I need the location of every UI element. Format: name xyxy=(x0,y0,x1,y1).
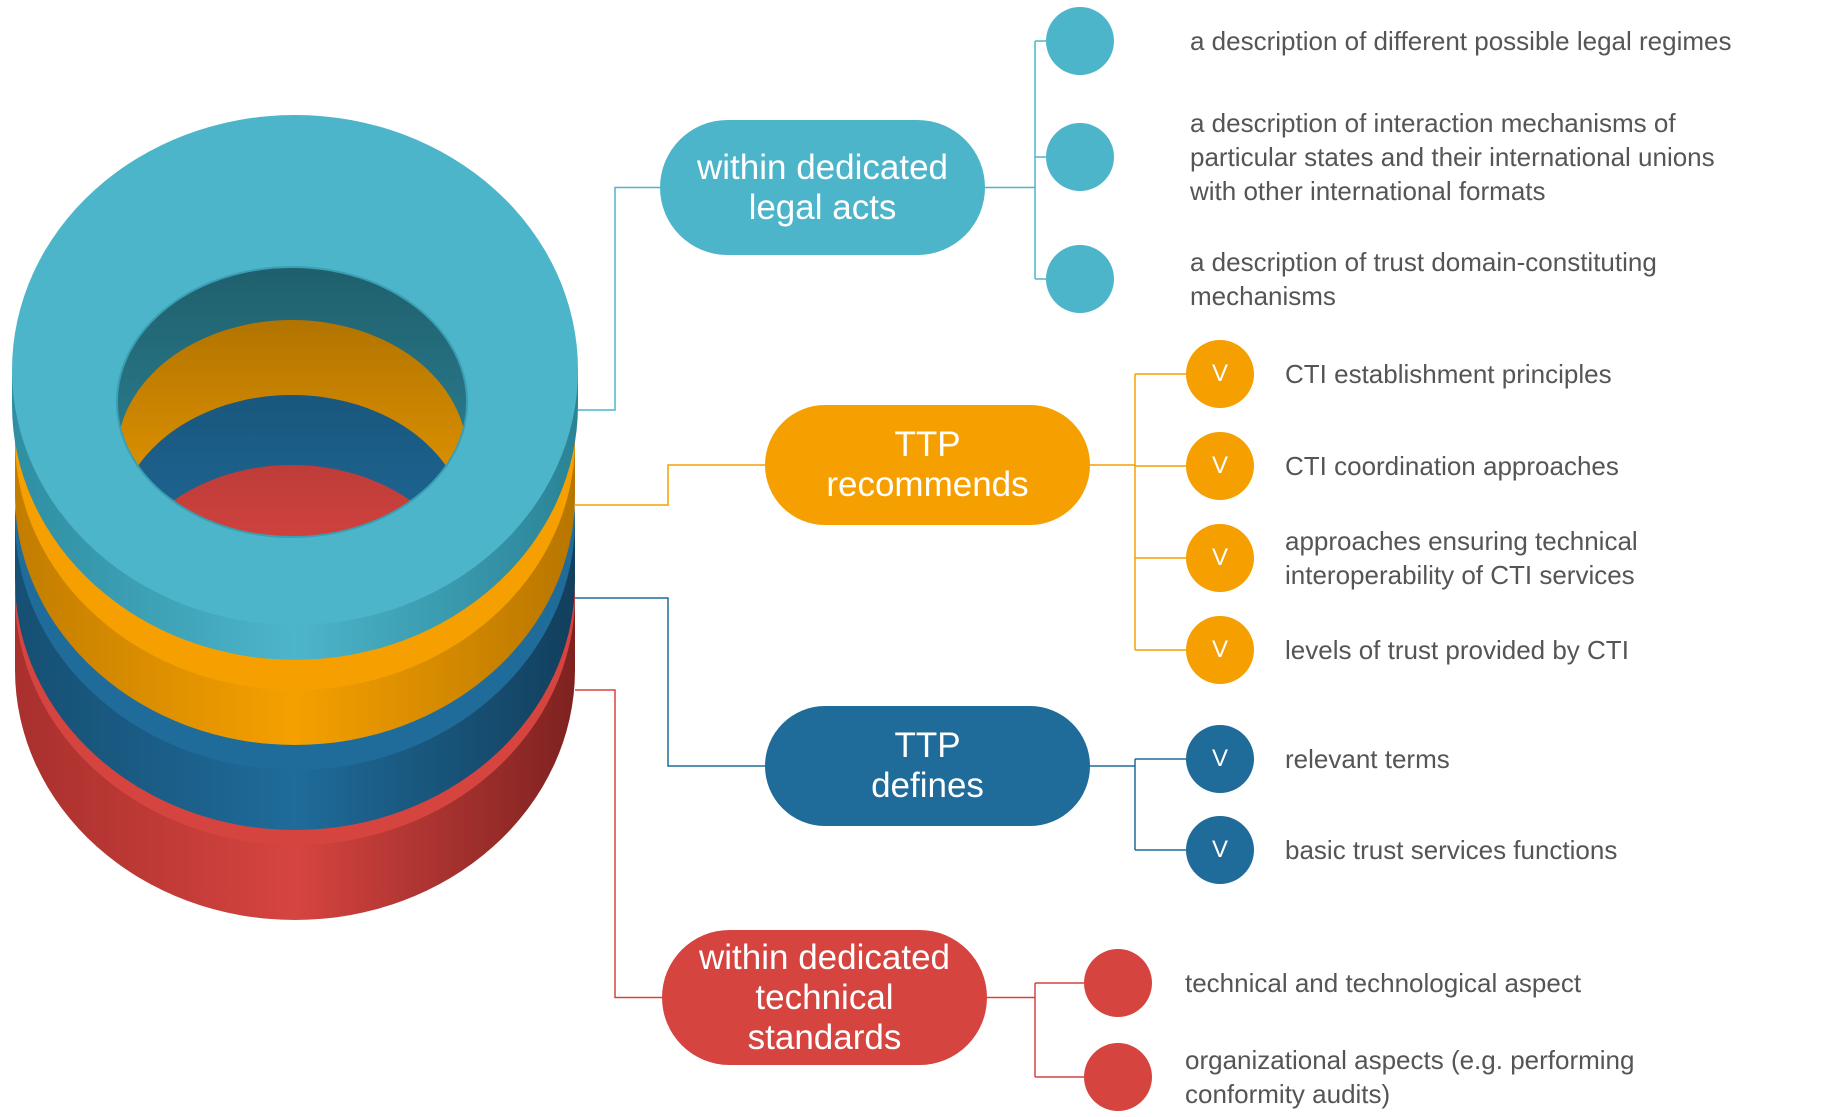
check-marker-icon: V xyxy=(1186,432,1254,500)
branch-legal-item-text: a description of interaction mechanisms … xyxy=(1190,108,1715,206)
branch-recommends-item-text: CTI establishment principles xyxy=(1285,359,1612,389)
bullet-dot-icon xyxy=(1084,1043,1152,1111)
bullet-dot-icon xyxy=(1046,7,1114,75)
branch-defines-pill: TTP defines xyxy=(765,706,1090,826)
check-marker-icon: V xyxy=(1186,725,1254,793)
branch-legal-item-text: a description of different possible lega… xyxy=(1190,26,1732,56)
connector-ring-to-recommends xyxy=(575,464,765,506)
check-marker-icon: V xyxy=(1186,816,1254,884)
ring-hole-rim xyxy=(116,266,468,538)
branch-defines-item-text: relevant terms xyxy=(1285,744,1450,774)
branch-recommends-pill: TTP recommends xyxy=(765,405,1090,525)
branch-standards-item-text: technical and technological aspect xyxy=(1185,968,1582,998)
check-marker-icon: V xyxy=(1186,524,1254,592)
branch-recommends-item-text: approaches ensuring technical interopera… xyxy=(1285,526,1638,590)
check-marker-icon: V xyxy=(1186,616,1254,684)
branch-standards-pill: within dedicated technical standards xyxy=(662,930,987,1065)
branch-defines-item-text: basic trust services functions xyxy=(1285,835,1618,865)
branch-recommends-item-text: levels of trust provided by CTI xyxy=(1285,635,1629,665)
bullet-dot-icon xyxy=(1084,949,1152,1017)
branch-recommends-item-text: CTI coordination approaches xyxy=(1285,451,1619,481)
branch-standards-item-text: organizational aspects (e.g. performing … xyxy=(1185,1045,1635,1109)
branch-legal-pill: within dedicated legal acts xyxy=(660,120,985,255)
connector-ring-to-legal xyxy=(578,186,660,411)
bullet-dot-icon xyxy=(1046,245,1114,313)
ring-stack xyxy=(12,115,578,920)
check-marker-icon: V xyxy=(1186,340,1254,408)
bullet-dot-icon xyxy=(1046,123,1114,191)
connector-ring-to-defines xyxy=(575,597,765,767)
branch-legal-item-text: a description of trust domain-constituti… xyxy=(1190,247,1657,311)
connector-ring-to-standards xyxy=(575,689,662,999)
